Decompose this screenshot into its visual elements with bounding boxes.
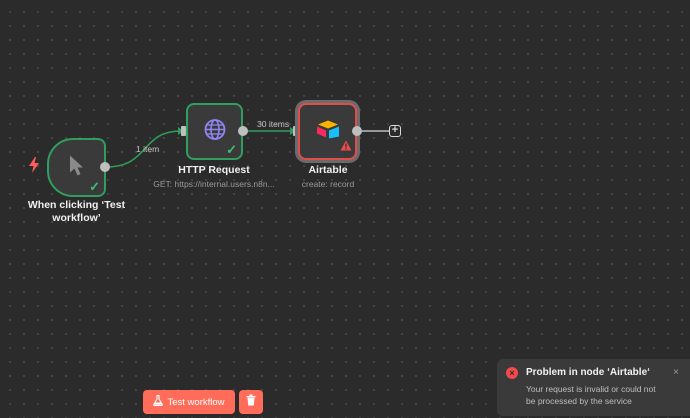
airtable-input-handle[interactable]: [293, 126, 298, 136]
flask-icon: [153, 394, 164, 409]
trash-icon: [246, 393, 256, 411]
edge-trigger-to-http: [105, 130, 182, 168]
warning-icon: [340, 138, 352, 156]
node-title-http: HTTP Request: [178, 164, 250, 176]
trigger-bolt-icon: [28, 157, 40, 178]
edge-label-trigger-http: 1 item: [136, 144, 160, 154]
node-title-trigger-line2: workflow’: [52, 212, 101, 224]
node-http-request[interactable]: ✓: [186, 103, 243, 160]
globe-icon: [204, 118, 226, 145]
error-toast: × Problem in node ‘Airtable‘ Your reques…: [497, 359, 690, 416]
close-icon[interactable]: ×: [673, 367, 679, 378]
node-manual-trigger[interactable]: ✓: [47, 138, 106, 197]
node-subtitle-http: GET: https://internal.users.n8n...: [153, 179, 275, 189]
test-workflow-label: Test workflow: [167, 396, 225, 408]
node-title-trigger-line1: When clicking ‘Test: [27, 199, 126, 211]
error-icon: ×: [506, 367, 518, 379]
edge-label-http-airtable: 30 items: [257, 119, 290, 129]
toast-message: Your request is invalid or could not be …: [526, 384, 656, 406]
airtable-output-handle[interactable]: [352, 126, 362, 136]
airtable-icon: [316, 119, 340, 144]
node-title-trigger: When clicking ‘Test workflow’: [24, 199, 129, 225]
pointer-icon: [68, 154, 86, 181]
node-subtitle-airtable: create: record: [301, 179, 355, 189]
test-workflow-button[interactable]: Test workflow: [143, 390, 235, 414]
node-title-airtable: Airtable: [308, 164, 348, 176]
http-input-handle[interactable]: [181, 126, 186, 136]
success-check-icon: ✓: [89, 179, 100, 194]
success-check-icon: ✓: [226, 142, 237, 157]
node-airtable[interactable]: [298, 103, 357, 160]
http-output-handle[interactable]: [238, 126, 248, 136]
trigger-output-handle[interactable]: [100, 162, 110, 172]
add-node-button[interactable]: +: [389, 125, 401, 137]
toast-title: Problem in node ‘Airtable‘: [526, 367, 650, 378]
delete-button[interactable]: [239, 390, 263, 414]
